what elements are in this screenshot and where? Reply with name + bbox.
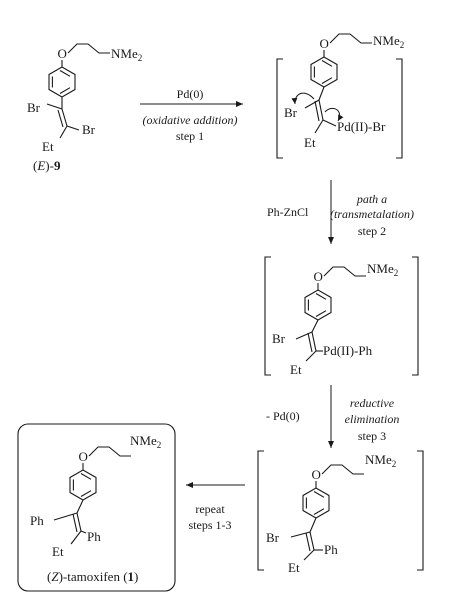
step-2: Ph-ZnCl path a (transmetalation) step 2 [267, 180, 414, 244]
step2-label: step 2 [358, 224, 386, 238]
step2-type: (transmetalation) [330, 207, 414, 221]
step3-label: step 3 [358, 429, 386, 443]
nme2-subscript: 2 [394, 268, 399, 278]
compound-9-br-right: Br [82, 122, 96, 137]
nme2-main: NMe [367, 261, 394, 276]
intermediate1-oxygen: O [320, 36, 329, 51]
intermediate3-oxygen: O [312, 467, 321, 482]
intermediate3-nme2: NMe2 [365, 452, 396, 469]
intermediate3-br: Br [266, 530, 280, 545]
step2-path: path a [356, 192, 387, 206]
nme2-subscript: 2 [138, 53, 143, 63]
tamoxifen-name: (Z)-tamoxifen (1) [47, 569, 138, 584]
tamoxifen-ph-right: Ph [87, 529, 101, 544]
repeat-step: repeat steps 1-3 [186, 482, 245, 532]
nme2-subscript: 2 [392, 459, 397, 469]
nme2-main: NMe [130, 433, 157, 448]
repeat-line1: repeat [195, 502, 225, 516]
compound-9-nme2: NMe2 [111, 46, 142, 63]
intermediate-2: O NMe2 Br Pd(II)-Ph Et [264, 256, 419, 377]
nme2-subscript: 2 [157, 440, 162, 450]
compound-e-9: O NMe2 Br Br Et (E)-9 [27, 43, 142, 173]
intermediate1-br: Br [284, 105, 298, 120]
tamoxifen-ph-left: Ph [30, 513, 44, 528]
repeat-line2: steps 1-3 [189, 518, 232, 532]
name-paren-close: ) [134, 569, 138, 584]
intermediate2-et: Et [290, 362, 302, 377]
name-stereo-z: Z [51, 569, 59, 584]
name-number-1: 1 [128, 569, 135, 584]
step3-loss: - Pd(0) [266, 409, 300, 423]
compound-9-br-top: Br [27, 100, 41, 115]
intermediate3-ph: Ph [324, 542, 338, 557]
nme2-main: NMe [373, 33, 400, 48]
intermediate-3: O NMe2 Br Ph Et [257, 450, 424, 575]
name-paren-open: ( [33, 158, 37, 173]
step1-label: step 1 [176, 129, 204, 143]
intermediate1-bracket-right [396, 58, 403, 159]
intermediate2-br: Br [272, 331, 286, 346]
step2-reagent: Ph-ZnCl [267, 205, 309, 219]
step3-type-line2: elimination [345, 412, 400, 426]
intermediate1-bracket-left [276, 58, 283, 159]
intermediate3-et: Et [288, 560, 300, 575]
electron-push-arrow-2 [324, 107, 344, 122]
intermediate2-bracket-right [412, 256, 419, 376]
intermediate3-bracket-left [257, 450, 264, 571]
name-paren-open: ( [47, 569, 51, 584]
step1-reagent: Pd(0) [177, 87, 204, 101]
name-paren-close: )- [45, 158, 54, 173]
tamoxifen-et: Et [52, 544, 64, 559]
name-number-9: 9 [54, 158, 61, 173]
intermediate2-oxygen: O [314, 269, 323, 284]
intermediate-1: O NMe2 Br Pd(II)-Br Et [276, 33, 404, 159]
intermediate2-nme2: NMe2 [367, 261, 398, 278]
compound-9-oxygen: O [58, 46, 67, 61]
name-tamoxifen: )-tamoxifen ( [59, 569, 128, 584]
compound-9-et: Et [42, 139, 54, 154]
tamoxifen-nme2: NMe2 [130, 433, 161, 450]
compound-9-name: (E)-9 [33, 158, 61, 173]
tamoxifen-oxygen: O [79, 449, 88, 464]
step-1: Pd(0) (oxidative addition) step 1 [140, 87, 243, 143]
intermediate1-et: Et [304, 135, 316, 150]
intermediate2-bracket-left [264, 256, 271, 376]
intermediate3-bracket-right [417, 450, 424, 571]
nme2-main: NMe [111, 46, 138, 61]
intermediate2-pd: Pd(II)-Ph [323, 343, 373, 358]
nme2-main: NMe [365, 452, 392, 467]
tamoxifen-product: O NMe2 Ph Ph Et (Z)-tamoxifen (1) [17, 423, 176, 592]
electron-push-arrow-1 [291, 92, 315, 105]
step-3: - Pd(0) reductive elimination step 3 [266, 385, 399, 448]
step3-type-line1: reductive [350, 396, 395, 410]
intermediate1-nme2: NMe2 [373, 33, 404, 50]
nme2-subscript: 2 [400, 40, 405, 50]
intermediate1-pd: Pd(II)-Br [337, 119, 386, 134]
step1-type: (oxidative addition) [143, 113, 238, 127]
product-box [17, 423, 176, 592]
name-stereo-e: E [36, 158, 45, 173]
